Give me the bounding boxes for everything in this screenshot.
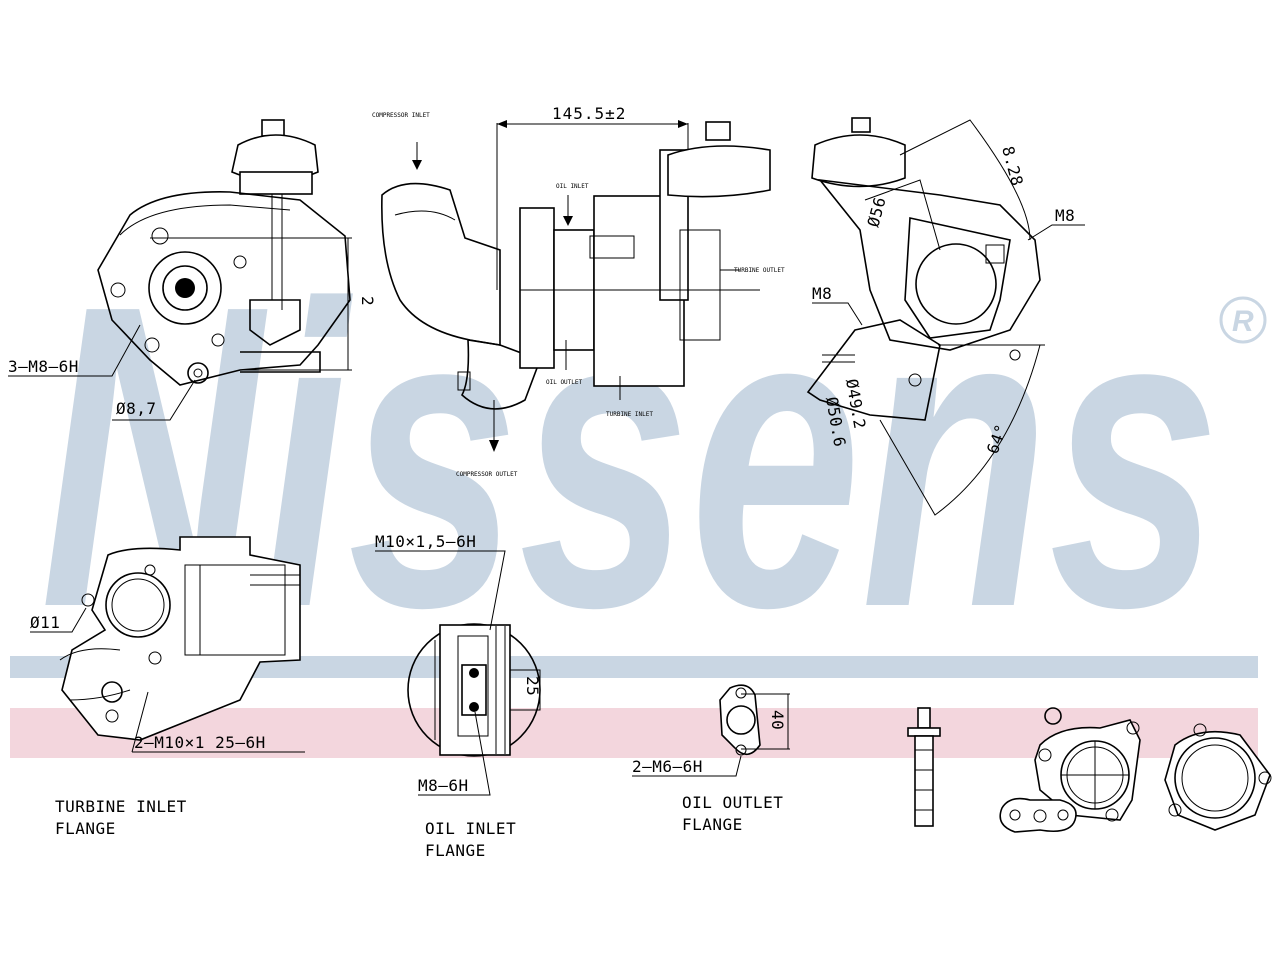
- oil-outlet-flange-view: 40 2–M6–6H OIL OUTLET FLANGE: [632, 684, 790, 834]
- label-m8-6h: M8–6H: [418, 776, 469, 795]
- caption-oil-inlet-2: FLANGE: [425, 841, 486, 860]
- dim-radius: 8.28: [998, 144, 1027, 188]
- caption-oil-inlet-1: OIL INLET: [425, 819, 516, 838]
- label-bolt-dia: Ø8,7: [116, 399, 157, 418]
- oil-inlet-flange-view: 25 M10×1,5–6H M8–6H OIL INLET FLANGE: [375, 532, 542, 860]
- bolt-part: [907, 707, 941, 827]
- label-m8-mid: M8: [812, 284, 832, 303]
- label-thread-3m8: 3–M8–6H: [8, 357, 79, 376]
- caption-oil-outlet-1: OIL OUTLET: [682, 793, 783, 812]
- registered-mark: R: [1232, 305, 1254, 338]
- registered-mark-circle: [1219, 296, 1267, 344]
- watermark-band-blue: [10, 656, 1258, 678]
- label-m10x15: M10×1,5–6H: [375, 532, 476, 551]
- label-oil-outlet-small: OIL OUTLET: [546, 379, 583, 386]
- caption-oil-outlet-2: FLANGE: [682, 815, 743, 834]
- label-turbine-outlet-small: TURBINE OUTLET: [734, 267, 785, 274]
- label-compressor-inlet: COMPRESSOR INLET: [372, 112, 430, 119]
- dim-oil-flange-height: 25: [523, 676, 542, 696]
- gasket-parts: [999, 707, 1272, 833]
- side-view: 145.5±2 COMPRESSOR INLET OIL INLET TURBI…: [372, 104, 785, 478]
- caption-turbine-inlet-2: FLANGE: [55, 819, 116, 838]
- label-m8-right: M8: [1055, 206, 1075, 225]
- dim-side-height: 2: [358, 296, 377, 306]
- dim-oil-outlet-height: 40: [768, 710, 787, 730]
- label-turbine-inlet-small: TURBINE INLET: [606, 411, 653, 418]
- caption-turbine-inlet-1: TURBINE INLET: [55, 797, 187, 816]
- dim-overall-length: 145.5±2: [552, 104, 626, 123]
- label-compressor-outlet: COMPRESSOR OUTLET: [456, 471, 518, 478]
- label-oil-inlet-small: OIL INLET: [556, 183, 589, 190]
- turbine-inlet-flange-view: Ø11 2–M10×1 25–6H TURBINE INLET FLANGE: [30, 536, 305, 838]
- rear-view: 8.28 Ø56 64° Ø50.6 Ø49.2 M8 M8: [806, 117, 1085, 516]
- label-m6-6h: 2–M6–6H: [632, 757, 703, 776]
- label-m10x125: 2–M10×1 25–6H: [134, 733, 266, 752]
- front-view: 2 3–M8–6H Ø8,7: [8, 119, 377, 421]
- dim-flange-dia: Ø11: [30, 613, 60, 632]
